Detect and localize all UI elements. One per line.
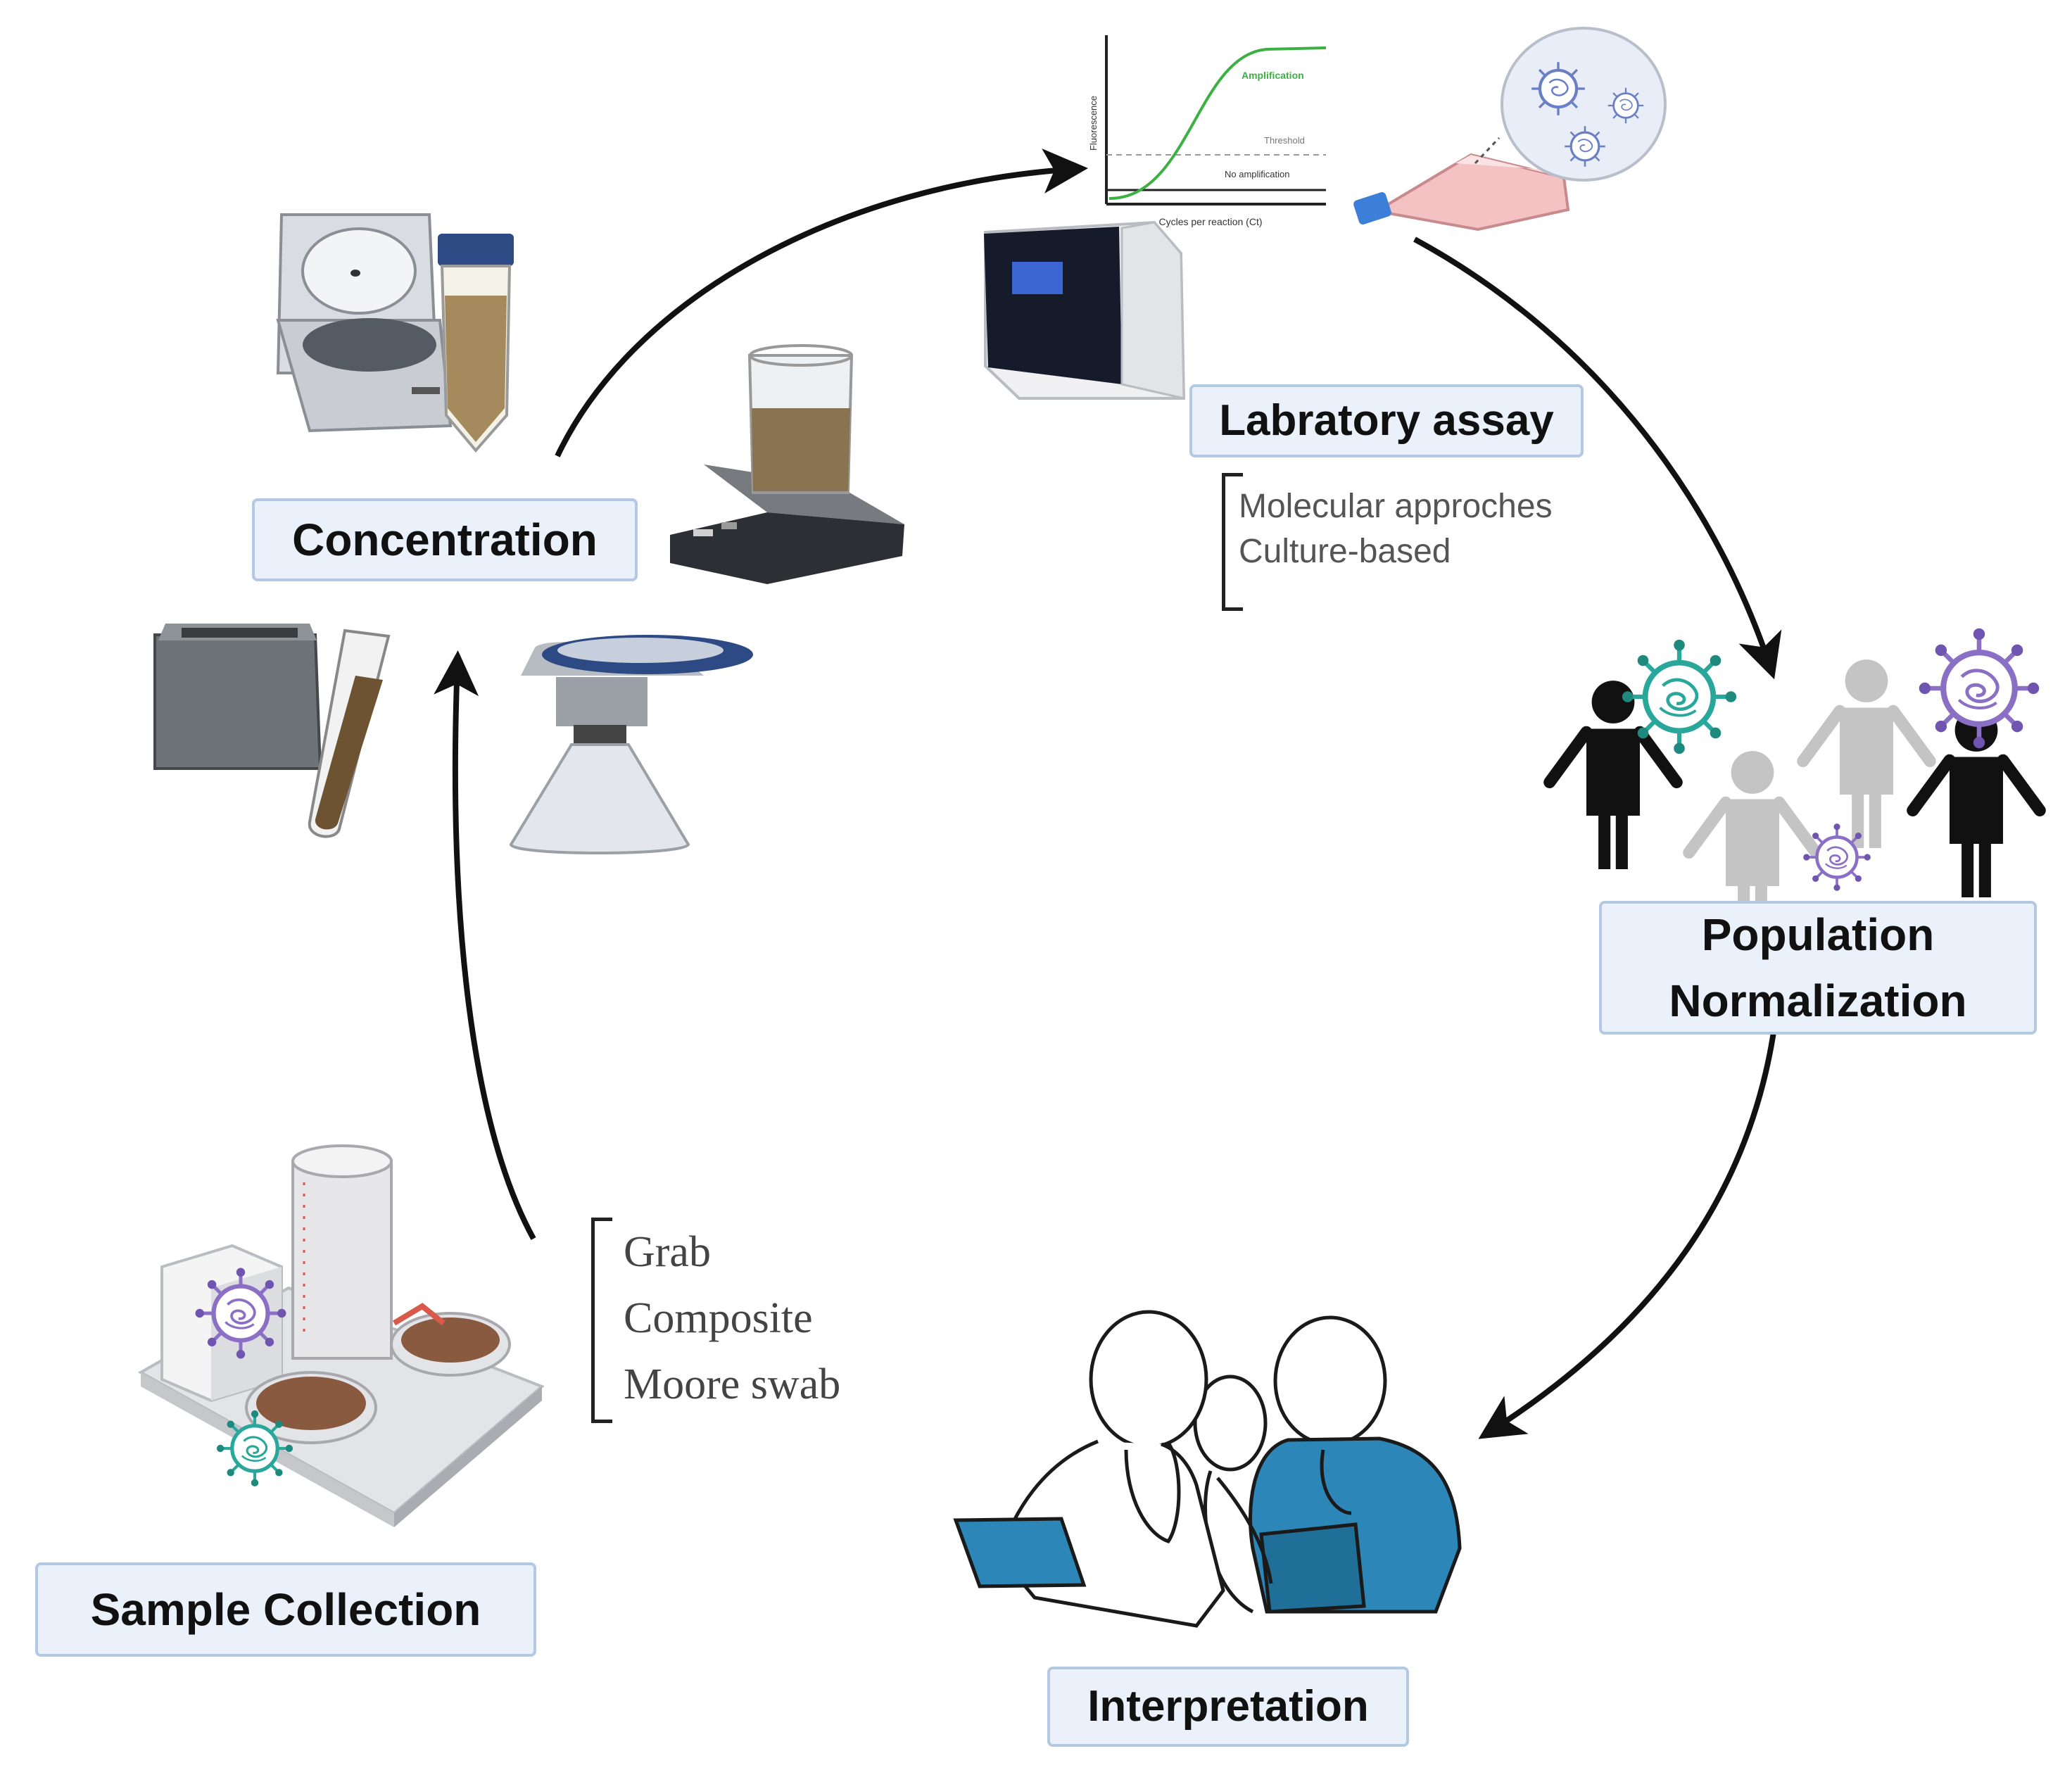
assay-methods-list: Molecular approches Culture-based — [1239, 484, 1553, 574]
cycle-arrows — [434, 148, 1782, 1439]
assay-methods-bracket — [1222, 473, 1243, 611]
sample-types-list: Grab Composite Moore swab — [624, 1219, 840, 1417]
centrifuge-icon — [276, 213, 453, 433]
qpcr-amplification-chart: Fluorescence Cycles per reaction (Ct) Am… — [1088, 35, 1327, 227]
sample-types-bracket — [591, 1218, 612, 1423]
stage-label-concentration: Concentration — [252, 498, 638, 581]
qpcr-machine-icon — [984, 220, 1186, 400]
stage-text-laboratory-assay: Labratory assay — [1219, 396, 1554, 445]
stage-label-laboratory-assay: Labratory assay — [1189, 384, 1584, 457]
microscopy-inset — [1501, 27, 1667, 182]
arrow-concentration-to-lab — [555, 148, 1088, 457]
sample-type-grab: Grab — [624, 1228, 711, 1276]
assay-method-culture: Culture-based — [1239, 533, 1451, 570]
test-tube-icon — [308, 628, 391, 838]
qpcr-label-amplification: Amplification — [1242, 70, 1304, 81]
vacuum-filter-flask-icon — [509, 635, 753, 854]
stage-text-interpretation: Interpretation — [1087, 1682, 1369, 1731]
stage-label-population-normalization: Population Normalization — [1599, 901, 2037, 1035]
stage-text-concentration: Concentration — [292, 514, 598, 565]
ultrafiltration-device-icon — [153, 624, 322, 770]
stage-label-interpretation: Interpretation — [1047, 1667, 1409, 1747]
arrow-population-to-interpretation — [1478, 999, 1781, 1439]
stage-label-sample-collection: Sample Collection — [35, 1562, 536, 1657]
arrow-sample-to-concentration — [434, 650, 536, 1240]
qpcr-label-no-amplification: No amplification — [1225, 169, 1290, 179]
sample-type-moore-swab: Moore swab — [624, 1360, 841, 1408]
qpcr-xlabel: Cycles per reaction (Ct) — [1158, 216, 1262, 227]
arrow-lab-to-population — [1413, 236, 1782, 680]
sample-type-composite: Composite — [624, 1294, 813, 1342]
health-workers-icon — [953, 1310, 1462, 1628]
centrifuge-tube-icon — [438, 234, 514, 453]
stage-text-population: Population — [1701, 909, 1935, 960]
stage-text-normalization: Normalization — [1669, 975, 1967, 1026]
qpcr-ylabel: Fluorescence — [1088, 96, 1099, 151]
stage-text-sample-collection: Sample Collection — [90, 1584, 481, 1635]
beaker-icon — [747, 344, 854, 494]
composite-sampler-icon — [137, 1144, 545, 1527]
qpcr-label-threshold: Threshold — [1264, 135, 1305, 146]
assay-method-molecular: Molecular approches — [1239, 488, 1553, 525]
